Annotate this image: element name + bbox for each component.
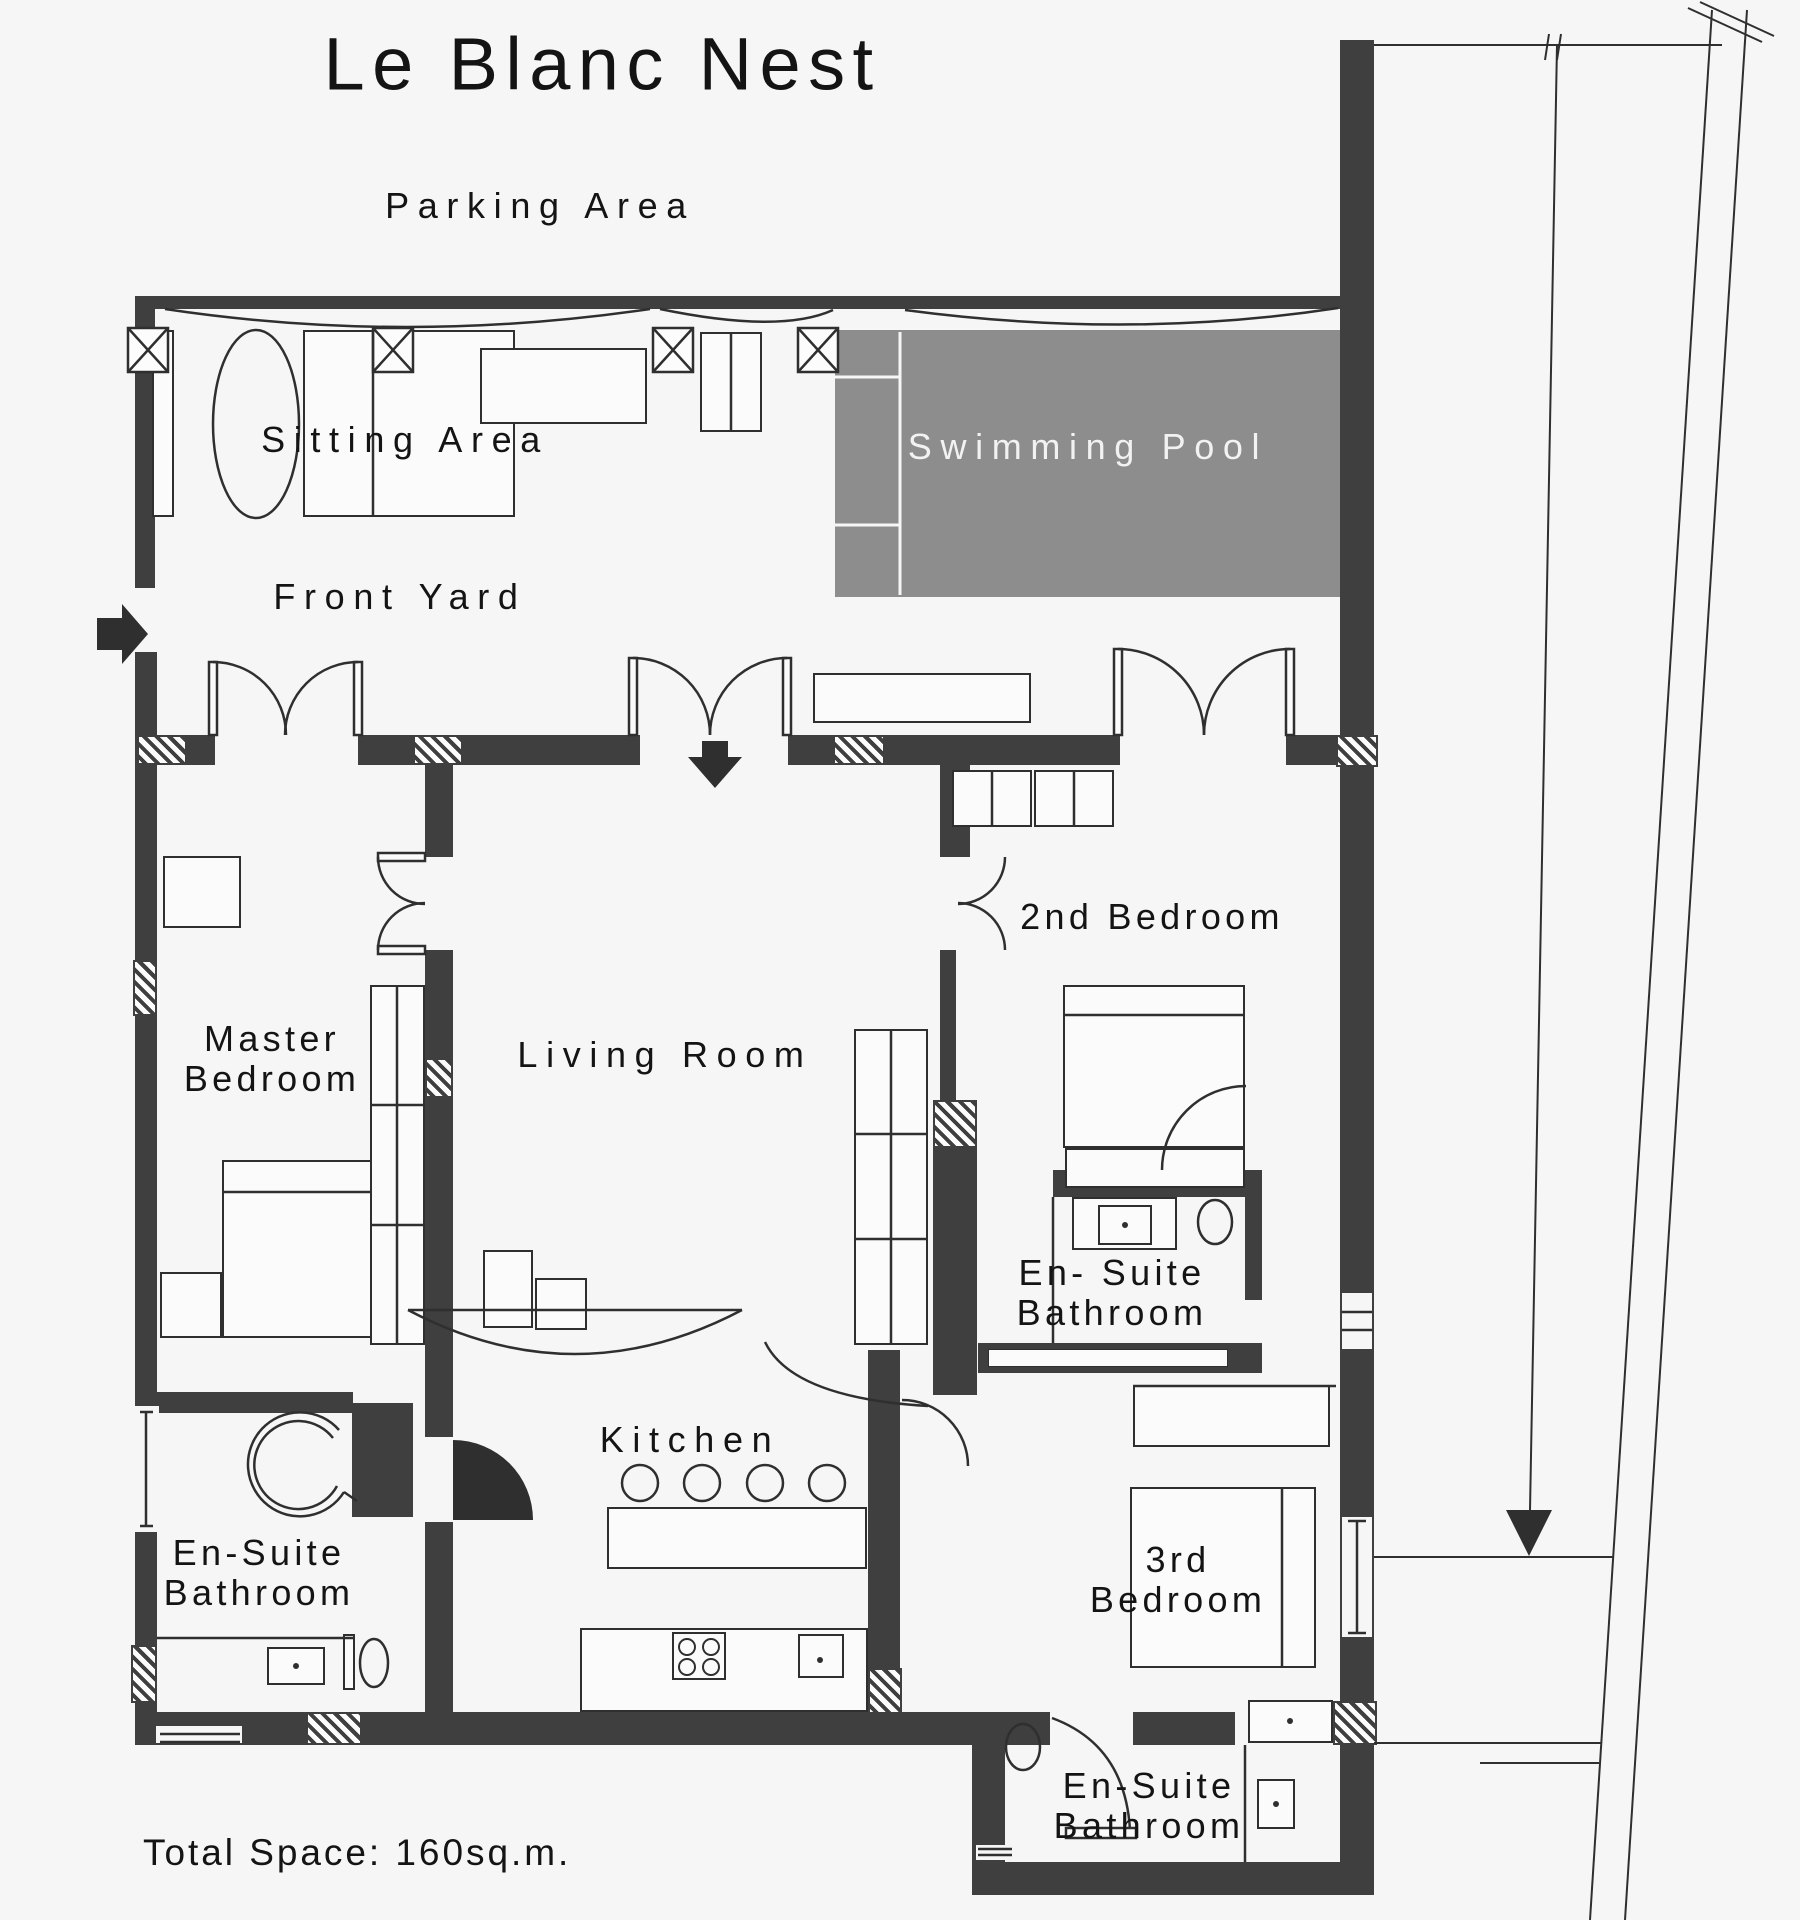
label-ensuite-bathroom-2: En- Suite Bathroom xyxy=(1017,1253,1208,1333)
front-planter xyxy=(813,673,1031,723)
driveway-arrow-icon xyxy=(1506,1510,1552,1556)
label-third-bedroom: 3rd Bedroom xyxy=(1090,1540,1266,1620)
wall-hatch-pier xyxy=(1333,1701,1377,1745)
hall-ledge xyxy=(988,1349,1228,1367)
bath3-bottom-wall xyxy=(972,1862,1364,1895)
sink-dots xyxy=(293,1222,1293,1807)
label-kitchen: Kitchen xyxy=(599,1419,781,1460)
label-line: En-Suite xyxy=(172,1532,346,1573)
stool-icon xyxy=(620,1463,847,1503)
right-wall-window xyxy=(1342,1293,1372,1349)
label-living-room: Living Room xyxy=(517,1034,813,1075)
living-right-wall xyxy=(933,1148,977,1395)
kitchen-cabinet xyxy=(535,1278,587,1330)
toilet-icon xyxy=(358,1198,1234,1772)
label-line: Bedroom xyxy=(183,1058,361,1099)
label-second-bedroom: 2nd Bedroom xyxy=(1020,896,1284,937)
master-bath-wall xyxy=(135,1392,353,1413)
wall-hatch-pier xyxy=(413,735,463,765)
corridor-wall xyxy=(940,950,956,1100)
label-line: Bathroom xyxy=(1016,1292,1208,1333)
bedroom3-bed xyxy=(1130,1487,1316,1668)
label-sitting-area: Sitting Area xyxy=(261,419,549,460)
wall-hatch-pier xyxy=(868,1668,902,1714)
ensuite2-side-wall xyxy=(1245,1170,1262,1300)
bath3-top-wall xyxy=(1133,1712,1235,1745)
house-bottom-wall xyxy=(135,1712,1015,1745)
label-line: Bathroom xyxy=(1053,1805,1245,1846)
kitchen-cabinet xyxy=(483,1250,533,1328)
bedroom2-bed xyxy=(1063,985,1245,1148)
page-title: Le Blanc Nest xyxy=(323,22,881,106)
wall-hatch-pier xyxy=(833,735,885,765)
label-parking-area: Parking Area xyxy=(385,185,695,226)
master-living-wall xyxy=(425,765,453,857)
bedroom2-bed-foot xyxy=(1065,1148,1245,1188)
label-line: Bedroom xyxy=(1089,1579,1267,1620)
label-line: En- Suite xyxy=(1018,1252,1206,1293)
label-master-bedroom: Master Bedroom xyxy=(184,1019,360,1099)
canopy-sag-lines xyxy=(164,306,1339,329)
pool-lines xyxy=(835,332,902,595)
bedroom3-wardrobe xyxy=(1133,1385,1330,1447)
ensuite1-toilet-tank xyxy=(343,1634,355,1690)
column-icon xyxy=(126,326,840,374)
wall-hatch-pier xyxy=(933,1100,977,1148)
master-desk xyxy=(163,856,241,928)
wall-hatch-pier xyxy=(306,1712,362,1745)
shower-icon xyxy=(246,1411,358,1518)
boundary-lines xyxy=(1374,1,1775,1920)
label-line: Bathroom xyxy=(163,1572,355,1613)
master-living-wall xyxy=(425,950,453,1437)
wall-hatch-pier xyxy=(133,960,157,1016)
master-nightstand xyxy=(160,1272,222,1338)
label-line: 3rd xyxy=(1145,1539,1211,1580)
window-glazing xyxy=(140,1310,1372,1857)
entry-arrow-icon xyxy=(97,604,148,664)
bath3-sink xyxy=(1257,1779,1295,1829)
wall-hatch-pier xyxy=(131,1645,157,1703)
yard-top-wall xyxy=(135,296,1363,309)
label-ensuite-bathroom-1: En-Suite Bathroom xyxy=(164,1533,355,1613)
label-front-yard: Front Yard xyxy=(273,576,527,617)
door-swing xyxy=(207,647,1296,1840)
label-ensuite-bathroom-3: En-Suite Bathroom xyxy=(1054,1766,1245,1846)
front-wall-segment xyxy=(358,735,640,765)
label-line: En-Suite xyxy=(1062,1765,1236,1806)
label-line: Master xyxy=(204,1018,340,1059)
sitting-table xyxy=(480,348,647,424)
label-total-space: Total Space: 160sq.m. xyxy=(143,1832,572,1873)
wall-hatch-pier xyxy=(1336,735,1378,767)
wall-hatch-pier xyxy=(137,735,187,765)
master-bed xyxy=(222,1160,372,1338)
wall-hatch-pier xyxy=(425,1058,453,1098)
master-bath-pier xyxy=(352,1403,413,1517)
main-door-arrow-icon xyxy=(688,741,742,788)
kitchen-left-wall xyxy=(425,1522,453,1712)
swimming-pool-water xyxy=(835,330,1340,597)
plant-icon xyxy=(211,328,301,520)
furniture-detail-lines xyxy=(157,330,1336,1862)
kitchen-right-wall xyxy=(868,1350,900,1680)
stove-burners xyxy=(678,1638,720,1676)
label-swimming-pool: Swimming Pool xyxy=(907,426,1269,467)
kitchen-island xyxy=(607,1507,867,1569)
kitchen-sink xyxy=(798,1634,844,1678)
